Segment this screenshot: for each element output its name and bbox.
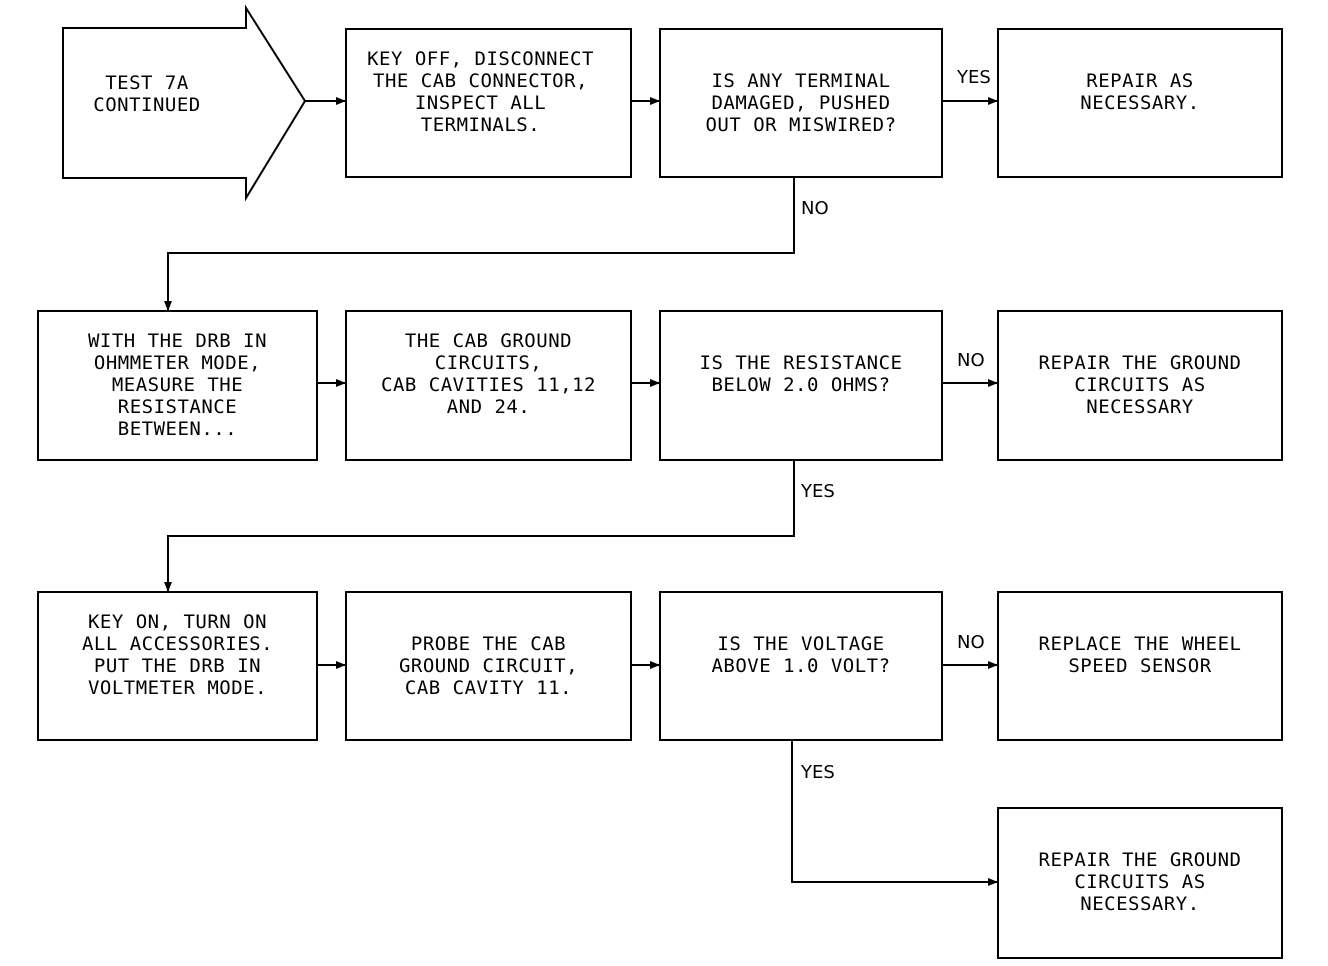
result-box-repair-as-necessary: REPAIR AS NECESSARY.: [997, 28, 1283, 178]
box-text-line: PUT THE DRB IN: [93, 655, 262, 677]
box-text-line: ABOVE 1.0 VOLT?: [711, 655, 891, 677]
step-box-key-on-voltmeter: KEY ON, TURN ON ALL ACCESSORIES. PUT THE…: [37, 591, 318, 741]
step-box-disconnect-cab: KEY OFF, DISCONNECT THE CAB CONNECTOR, I…: [345, 28, 632, 178]
start-text-line: TEST 7A: [105, 72, 189, 94]
connector-q1-no: [164, 178, 795, 311]
connector-q2-yes: [164, 461, 795, 592]
box-text-line: THE CAB CONNECTOR,: [373, 70, 588, 92]
step-box-ohmmeter-mode: WITH THE DRB IN OHMMETER MODE, MEASURE T…: [37, 310, 318, 461]
step-box-probe-ground-circuit: PROBE THE CAB GROUND CIRCUIT, CAB CAVITY…: [345, 591, 632, 741]
box-text-line: PROBE THE CAB: [410, 633, 567, 655]
result-box-repair-ground-circuits-final: REPAIR THE GROUND CIRCUITS AS NECESSARY.: [997, 807, 1283, 959]
box-text-line: GROUND CIRCUIT,: [398, 655, 579, 677]
start-arrow-shape: [62, 4, 307, 202]
box-text-line: OUT OR MISWIRED?: [705, 114, 897, 136]
box-text-line: IS THE VOLTAGE: [717, 633, 885, 655]
box-text-line: DAMAGED, PUSHED: [711, 92, 891, 114]
branch-label-no: NO: [957, 350, 985, 371]
box-text-line: NECESSARY.: [1080, 92, 1200, 114]
step-box-cab-ground-circuits: THE CAB GROUND CIRCUITS, CAB CAVITIES 11…: [345, 310, 632, 461]
box-text-line: MEASURE THE: [111, 374, 244, 396]
start-arrow: TEST 7A CONTINUED: [63, 28, 246, 178]
box-text-line: CIRCUITS AS: [1074, 871, 1206, 893]
box-text-line: BELOW 2.0 OHMS?: [711, 374, 891, 396]
box-text-line: REPAIR THE GROUND: [1038, 352, 1242, 374]
box-text-line: WITH THE DRB IN: [87, 330, 268, 352]
box-text-line: CAB CAVITY 11.: [404, 677, 573, 699]
decision-box-resistance-below: IS THE RESISTANCE BELOW 2.0 OHMS?: [659, 310, 943, 461]
box-text-line: REPAIR THE GROUND: [1038, 849, 1242, 871]
branch-label-yes: YES: [957, 67, 991, 88]
start-text-line: CONTINUED: [93, 94, 201, 116]
box-text-line: KEY OFF, DISCONNECT: [367, 48, 594, 70]
box-text-line: NECESSARY.: [1080, 893, 1200, 915]
box-text-line: THE CAB GROUND: [404, 330, 573, 352]
connector-q3-yes: [791, 741, 998, 886]
box-text-line: SPEED SENSOR: [1068, 655, 1212, 677]
box-text-line: CAB CAVITIES 11,12: [381, 374, 596, 396]
box-text-line: AND 24.: [446, 396, 531, 418]
box-text-line: CIRCUITS AS: [1074, 374, 1206, 396]
box-text-line: REPAIR AS: [1086, 70, 1194, 92]
box-text-line: TERMINALS.: [420, 114, 541, 136]
result-box-replace-wheel-speed-sensor: REPLACE THE WHEEL SPEED SENSOR: [997, 591, 1283, 741]
decision-box-voltage-above: IS THE VOLTAGE ABOVE 1.0 VOLT?: [659, 591, 943, 741]
branch-label-no: NO: [957, 632, 985, 653]
box-text-line: OHMMETER MODE,: [93, 352, 262, 374]
box-text-line: BETWEEN...: [117, 418, 238, 440]
box-text-line: NECESSARY: [1086, 396, 1194, 418]
branch-label-yes: YES: [801, 481, 835, 502]
box-text-line: CIRCUITS,: [434, 352, 543, 374]
box-text-line: VOLTMETER MODE.: [87, 677, 268, 699]
box-text-line: IS ANY TERMINAL: [711, 70, 891, 92]
branch-label-yes: YES: [801, 762, 835, 783]
result-box-repair-ground-circuits: REPAIR THE GROUND CIRCUITS AS NECESSARY: [997, 310, 1283, 461]
branch-label-no: NO: [801, 198, 829, 219]
box-text-line: REPLACE THE WHEEL: [1038, 633, 1242, 655]
box-text-line: RESISTANCE: [117, 396, 238, 418]
decision-box-terminal-damaged: IS ANY TERMINAL DAMAGED, PUSHED OUT OR M…: [659, 28, 943, 178]
box-text-line: INSPECT ALL: [414, 92, 547, 114]
box-text-line: ALL ACCESSORIES.: [81, 633, 274, 655]
box-text-line: IS THE RESISTANCE: [699, 352, 903, 374]
box-text-line: KEY ON, TURN ON: [87, 611, 268, 633]
